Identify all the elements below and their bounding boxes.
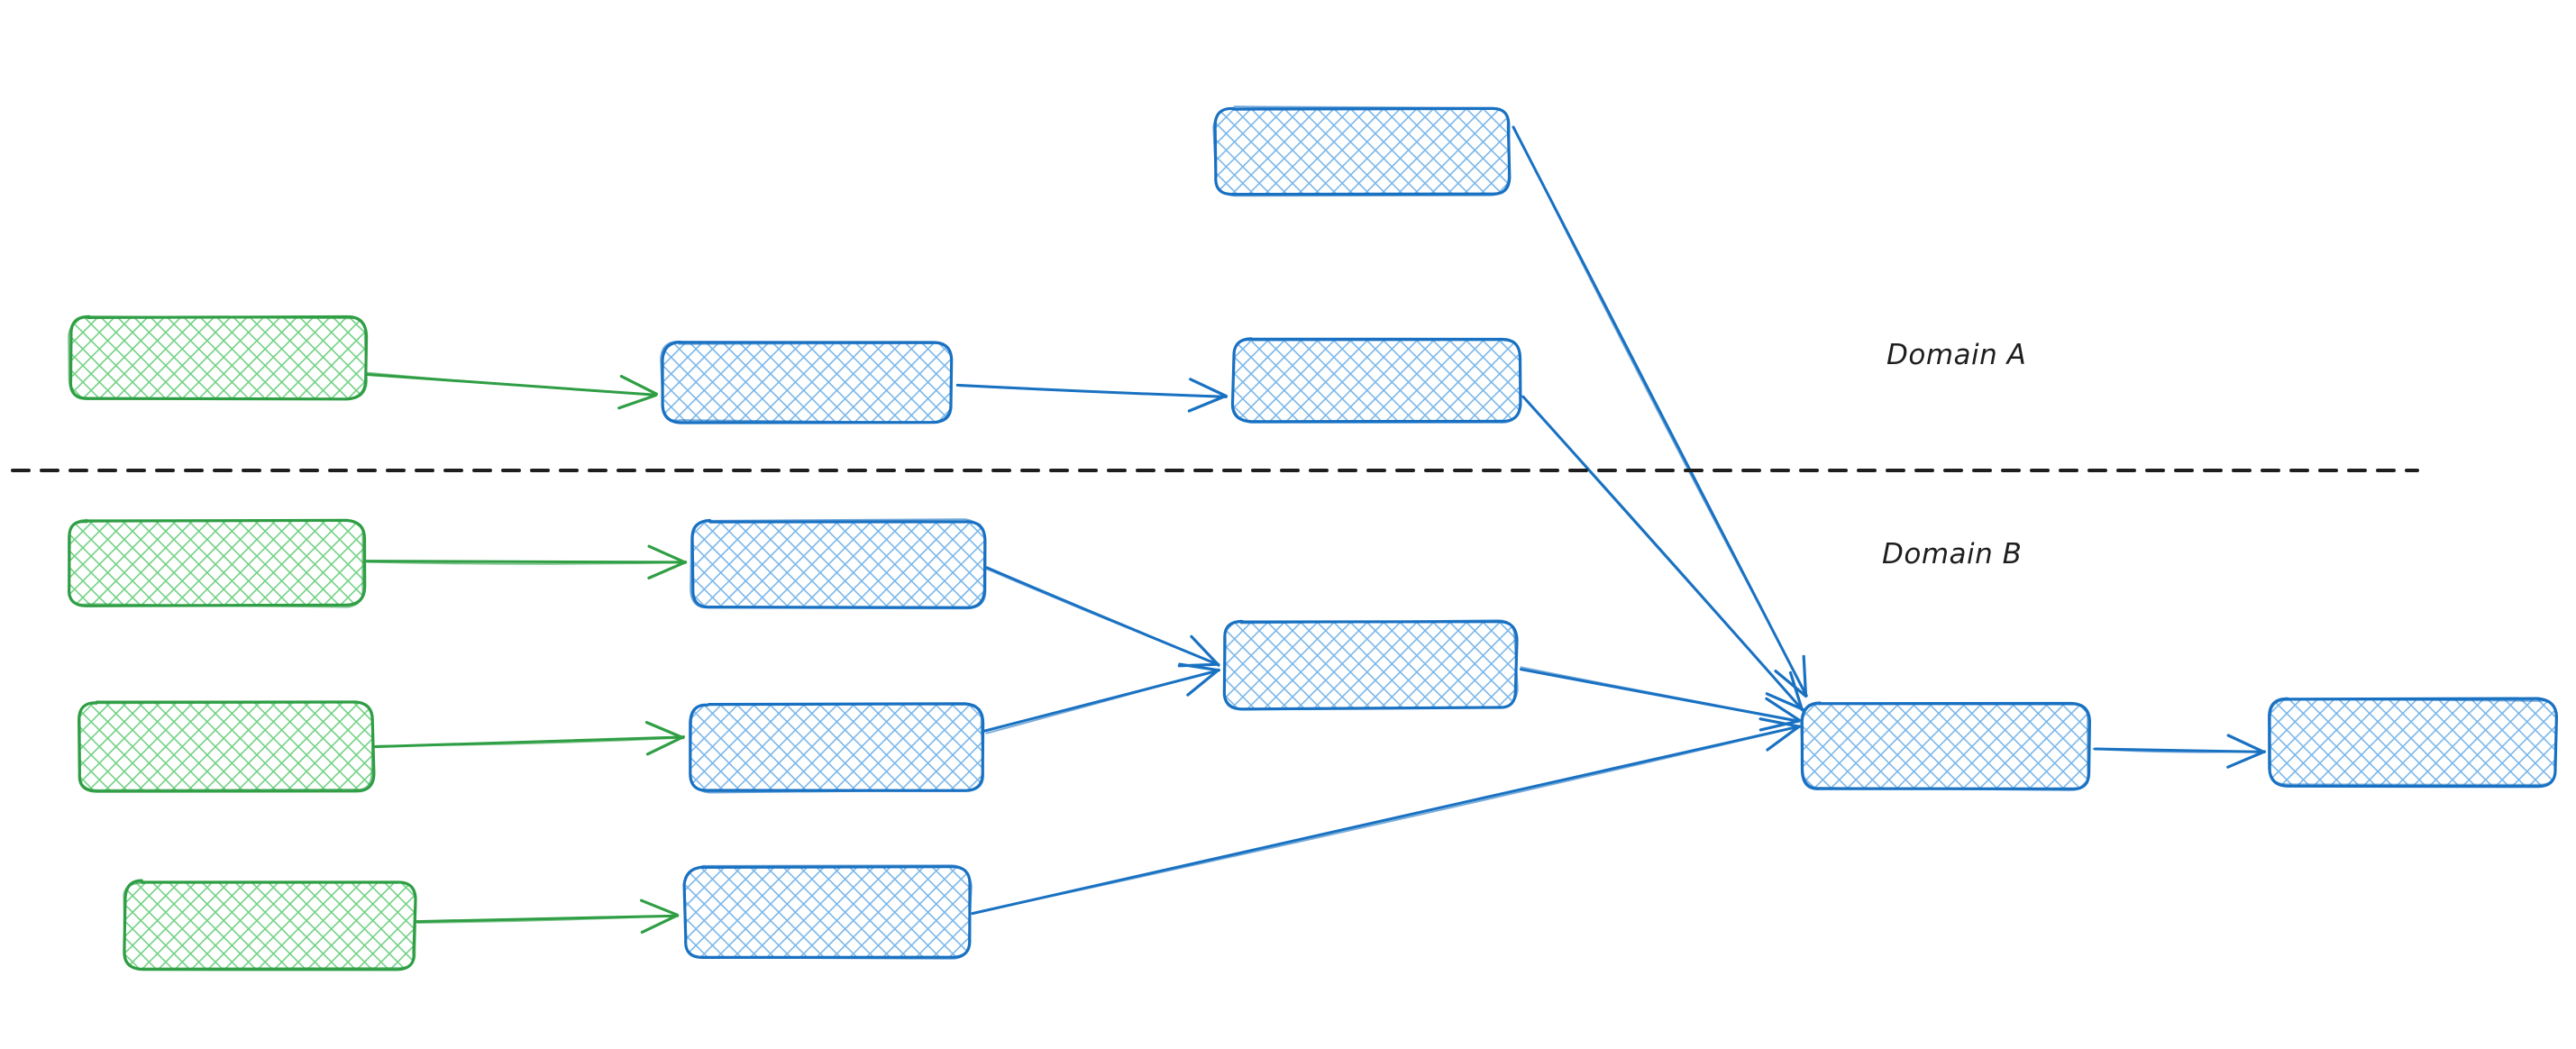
blue-node-a-top-outline (1212, 105, 1511, 197)
edge-a-top-to-b-conv (1512, 125, 1808, 698)
blue-node-a-top[interactable] (1212, 105, 1512, 197)
blue-node-final-fill (2269, 698, 2557, 786)
edges-layer (365, 125, 2266, 934)
blue-node-a-2-outline (1231, 339, 1521, 424)
green-node-b-1-fill (68, 520, 364, 607)
edge-a-proc1-to-a-proc2 (955, 378, 1228, 413)
blue-node-a-2-fill (1232, 338, 1521, 423)
green-node-b-2[interactable] (77, 700, 376, 793)
edge-b-proc2-to-b-merge-arrowhead (1186, 668, 1220, 697)
green-node-b-1[interactable] (67, 518, 367, 608)
edge-a-src1-to-a-proc1 (365, 371, 658, 410)
edge-b-proc2-to-b-merge-line (985, 669, 1220, 734)
blue-node-final[interactable] (2268, 697, 2558, 789)
edge-b-src1-to-b-proc1-line (365, 560, 687, 564)
edge-a-src1-to-a-proc1-line (365, 371, 658, 397)
blue-node-a-1[interactable] (660, 341, 954, 424)
blue-node-b-3[interactable] (682, 864, 973, 960)
edge-b-proc2-to-b-merge-arrowhead (1178, 662, 1220, 672)
edge-b-src3-to-b-proc3-arrowhead (640, 914, 680, 934)
edge-b-proc1-to-b-merge-arrowhead (1190, 634, 1220, 667)
blue-node-merge-fill (1224, 621, 1517, 709)
edge-a-top-to-b-conv-arrowhead (1774, 670, 1808, 698)
edge-a-proc1-to-a-proc2-arrowhead (1189, 378, 1228, 398)
edge-b-src1-to-b-proc1-line (366, 561, 687, 565)
domain-a-label: Domain A (1886, 339, 2026, 371)
blue-node-b-2[interactable] (689, 702, 985, 794)
green-node-b-3-outline (123, 880, 417, 970)
edge-b-src1-to-b-proc1-arrowhead (647, 544, 687, 564)
edge-b-proc3-to-b-conv-arrowhead (1758, 717, 1802, 728)
edge-a-proc2-to-b-conv (1521, 395, 1805, 712)
green-node-b-2-outline (78, 701, 374, 791)
edge-b-src2-to-b-proc2-arrowhead (644, 721, 685, 740)
edge-b-src3-to-b-proc3-line (416, 915, 679, 924)
edge-a-proc2-to-b-conv-arrowhead (1765, 692, 1805, 711)
edge-b-proc2-to-b-merge (982, 662, 1220, 734)
edge-a-proc2-to-b-conv-arrowhead (1788, 670, 1804, 712)
edge-b-merge-to-b-conv-arrowhead (1765, 697, 1802, 722)
edge-b-conv-to-b-final-line (2092, 748, 2266, 753)
blue-node-merge-outline (1223, 619, 1519, 711)
edge-b-src2-to-b-proc2-line (376, 736, 683, 747)
edge-b-src2-to-b-proc2-arrowhead (645, 735, 685, 756)
edge-b-src3-to-b-proc3 (415, 898, 680, 934)
edge-a-proc1-to-a-proc2-arrowhead (1187, 394, 1228, 413)
edge-b-proc3-to-b-conv-line (971, 725, 1801, 916)
blue-node-converge-fill (1802, 702, 2089, 790)
green-node-b-2-fill (78, 702, 374, 791)
blue-node-a-1-fill (662, 342, 951, 423)
edge-b-merge-to-b-conv-arrowhead (1758, 719, 1800, 732)
blue-node-converge-outline (1800, 703, 2089, 791)
green-node-b-3[interactable] (123, 879, 417, 971)
edge-b-proc3-to-b-conv (971, 717, 1802, 916)
blue-node-a-2[interactable] (1230, 337, 1522, 424)
edge-a-proc2-to-b-conv-line (1521, 395, 1804, 711)
blue-node-b-2-outline (689, 703, 985, 794)
green-node-b-3-fill (123, 880, 416, 970)
nodes-layer (67, 105, 2558, 971)
green-node-a-1-outline (68, 315, 368, 401)
blue-node-converge[interactable] (1800, 701, 2091, 791)
edge-a-src1-to-a-proc1-arrowhead (617, 394, 657, 410)
edge-a-src1-to-a-proc1-arrowhead (619, 375, 658, 396)
edge-b-src1-to-b-proc1-arrowhead (647, 561, 688, 579)
edge-b-conv-to-b-final-arrowhead (2226, 734, 2265, 753)
edge-b-src1-to-b-proc1 (365, 544, 688, 579)
green-node-a-1-fill (69, 316, 367, 399)
green-node-a-1[interactable] (68, 315, 369, 401)
blue-node-a-top-fill (1214, 107, 1510, 195)
edge-b-conv-to-b-final (2092, 734, 2266, 769)
edge-b-proc3-to-b-conv-line (973, 725, 1800, 914)
edge-b-src2-to-b-proc2 (372, 721, 685, 756)
blue-node-b-3-fill (684, 866, 970, 958)
blue-node-merge[interactable] (1222, 619, 1519, 711)
blue-node-b-2-fill (690, 704, 983, 792)
green-node-b-1-outline (67, 518, 364, 608)
blue-node-b-1-outline (690, 518, 987, 610)
edge-a-top-to-b-conv-arrowhead (1802, 654, 1808, 698)
edge-b-proc3-to-b-conv-arrowhead (1766, 725, 1801, 752)
blue-node-final-outline (2269, 698, 2558, 786)
edge-a-proc1-to-a-proc2-line (958, 385, 1228, 397)
edge-b-merge-to-b-conv (1519, 666, 1802, 732)
edge-b-merge-to-b-conv-line (1520, 666, 1801, 722)
domain-b-label: Domain B (1882, 538, 2022, 570)
edge-b-src3-to-b-proc3-arrowhead (640, 898, 680, 917)
edge-a-top-to-b-conv-line (1512, 125, 1808, 697)
edge-b-conv-to-b-final-arrowhead (2226, 750, 2266, 769)
edge-b-proc1-to-b-merge (982, 566, 1220, 668)
blue-node-b-3-outline (683, 864, 973, 960)
edge-b-proc1-to-b-merge-line (982, 567, 1220, 666)
blue-node-b-1-fill (692, 520, 984, 608)
blue-node-b-1[interactable] (690, 518, 987, 610)
blue-node-a-1-outline (660, 341, 953, 424)
